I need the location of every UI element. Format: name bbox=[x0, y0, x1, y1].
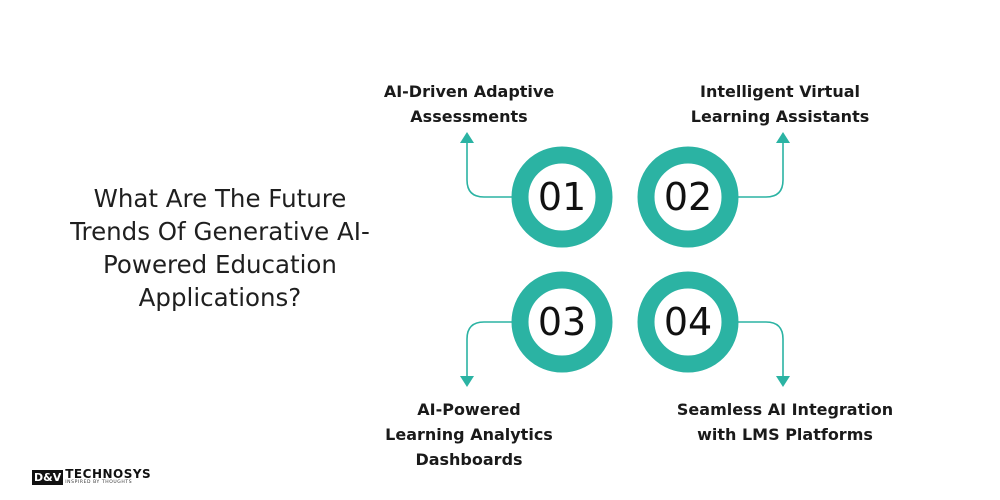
circle-01: 01 bbox=[511, 146, 613, 248]
circle-02: 02 bbox=[637, 146, 739, 248]
trend-label-04: Seamless AI Integration with LMS Platfor… bbox=[665, 397, 905, 447]
arrow-down-icon bbox=[460, 376, 474, 387]
label-line: AI-Driven Adaptive bbox=[383, 82, 555, 101]
circle-03: 03 bbox=[511, 271, 613, 373]
label-line: Dashboards bbox=[415, 450, 523, 469]
circle-number: 02 bbox=[664, 175, 712, 219]
label-line: AI-Powered bbox=[417, 400, 521, 419]
logo-mark: D&V bbox=[32, 469, 64, 485]
label-line: Learning Assistants bbox=[690, 107, 870, 126]
connector-03 bbox=[466, 321, 512, 378]
trend-label-02: Intelligent Virtual Learning Assistants bbox=[675, 79, 885, 129]
title-line: Powered Education bbox=[103, 250, 337, 279]
label-line: Intelligent Virtual bbox=[699, 82, 860, 101]
connector-01 bbox=[466, 141, 512, 198]
title-line: Applications? bbox=[138, 283, 302, 312]
arrow-down-icon bbox=[776, 376, 790, 387]
label-line: Seamless AI Integration bbox=[676, 400, 894, 419]
title-line: Trends Of Generative AI- bbox=[70, 217, 370, 246]
trend-label-01: AI-Driven Adaptive Assessments bbox=[369, 79, 569, 129]
page-title: What Are The Future Trends Of Generative… bbox=[50, 182, 390, 314]
trend-label-03: AI-Powered Learning Analytics Dashboards bbox=[369, 397, 569, 472]
label-line: with LMS Platforms bbox=[697, 425, 873, 444]
logo-name: TECHNOSYS bbox=[65, 467, 152, 481]
connector-02 bbox=[738, 141, 784, 198]
connector-04 bbox=[738, 321, 784, 378]
logo-tagline: INSPIRED BY THOUGHTS bbox=[65, 480, 133, 485]
arrow-up-icon bbox=[776, 132, 790, 143]
circle-number: 04 bbox=[664, 300, 712, 344]
circle-number: 01 bbox=[538, 175, 586, 219]
circle-04: 04 bbox=[637, 271, 739, 373]
label-line: Assessments bbox=[410, 107, 528, 126]
label-line: Learning Analytics bbox=[385, 425, 553, 444]
circle-number: 03 bbox=[538, 300, 586, 344]
title-line: What Are The Future bbox=[93, 184, 347, 213]
arrow-up-icon bbox=[460, 132, 474, 143]
brand-logo: D&V TECHNOSYS INSPIRED BY THOUGHTS bbox=[32, 466, 151, 488]
